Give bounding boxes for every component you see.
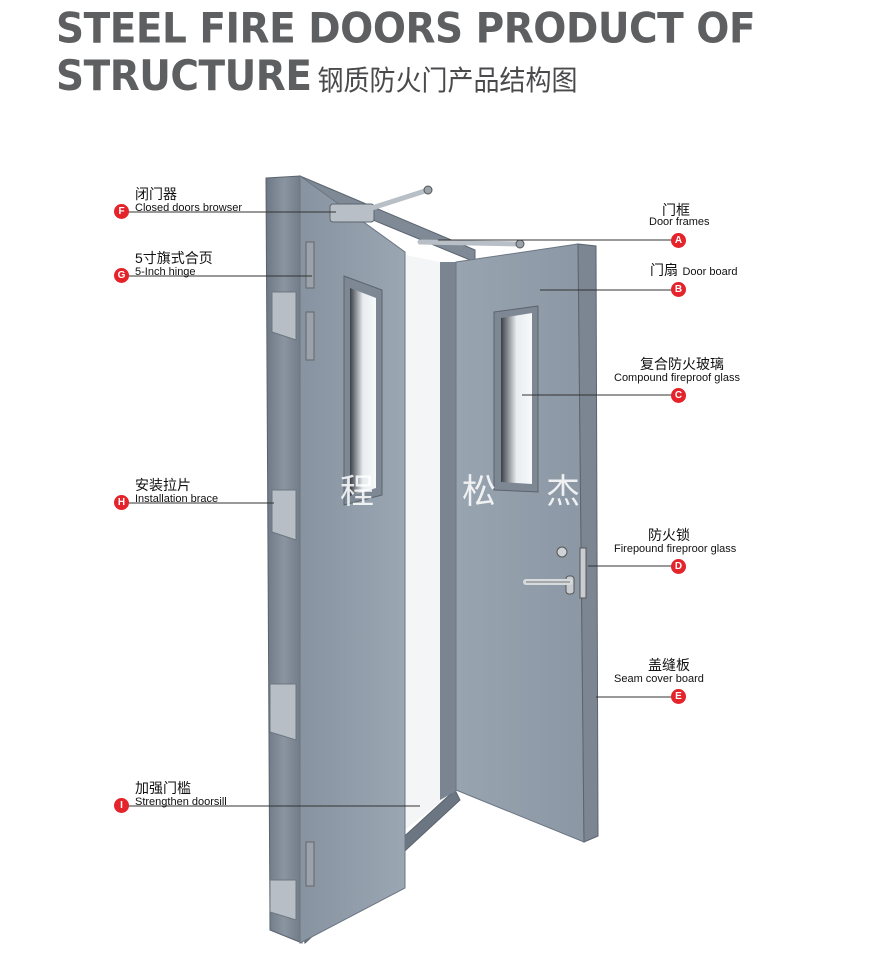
- label-F-cn: 闭门器: [135, 186, 177, 202]
- label-G: 5寸旗式合页 5-Inch hinge: [135, 250, 213, 279]
- label-C-cn: 复合防火玻璃: [640, 356, 724, 372]
- watermark-char-2: 松: [462, 472, 496, 512]
- badge-A: A: [671, 233, 686, 248]
- badge-F: F: [114, 204, 129, 219]
- label-A-en-wrap: Door frames: [649, 216, 710, 229]
- hinge-3: [305, 841, 315, 887]
- badge-D: D: [671, 559, 686, 574]
- label-B-en: Door board: [682, 266, 738, 278]
- badge-G: G: [114, 268, 129, 283]
- door-closer-arm: [369, 187, 431, 211]
- watermark-char-3: 杰: [546, 472, 580, 512]
- right-window-glass: [501, 313, 532, 484]
- label-I: 加强门槛 Strengthen doorsill: [135, 780, 227, 809]
- badge-E: E: [671, 689, 686, 704]
- title-line1: STEEL FIRE DOORS PRODUCT OF: [56, 4, 756, 54]
- label-A-en: Door frames: [649, 216, 710, 228]
- left-frame-jamb: [265, 175, 303, 944]
- right-door-edge: [440, 262, 458, 800]
- label-A-cn: 门框: [662, 202, 690, 218]
- label-E: 盖缝板: [648, 657, 690, 673]
- label-H-en: Installation brace: [135, 493, 219, 505]
- label-I-en: Strengthen doorsill: [135, 796, 227, 808]
- brace-3: [269, 683, 297, 741]
- label-A: 门框: [662, 202, 690, 218]
- brace-2: [271, 489, 297, 541]
- badge-I: I: [114, 798, 129, 813]
- brace-1: [271, 291, 297, 341]
- label-C-en: Compound fireproof glass: [614, 372, 740, 384]
- lock-cylinder: [556, 546, 568, 558]
- badge-C: C: [671, 388, 686, 403]
- watermark-char-1: 程: [340, 472, 374, 512]
- label-D-en-wrap: Firepound fireproor glass: [614, 543, 736, 556]
- label-C-en-wrap: Compound fireproof glass: [614, 372, 740, 385]
- brace-4: [269, 879, 297, 921]
- label-D-cn: 防火锁: [648, 527, 690, 543]
- label-I-cn: 加强门槛: [135, 780, 191, 796]
- label-H-cn: 安装拉片: [135, 477, 191, 493]
- badge-B: B: [671, 282, 686, 297]
- title-line2: STRUCTURE: [56, 52, 312, 102]
- label-B-cn: 门扇: [650, 262, 678, 278]
- label-H: 安装拉片 Installation brace: [135, 477, 218, 506]
- left-window-glass: [350, 288, 376, 496]
- label-E-cn: 盖缝板: [648, 657, 690, 673]
- label-G-cn: 5寸旗式合页: [135, 250, 213, 266]
- hinge-1: [305, 241, 315, 289]
- badge-H: H: [114, 495, 129, 510]
- label-F-en: Closed doors browser: [135, 202, 242, 214]
- seam-cover-strip: [577, 243, 599, 843]
- label-E-en: Seam cover board: [614, 673, 704, 685]
- label-C: 复合防火玻璃: [640, 356, 724, 372]
- door-closer-body: [329, 203, 375, 223]
- lock-strike: [579, 547, 587, 599]
- label-D-en: Firepound fireproor glass: [614, 543, 737, 555]
- hinge-2: [305, 311, 315, 361]
- label-E-en-wrap: Seam cover board: [614, 673, 704, 686]
- title-cn: 钢质防火门产品结构图: [317, 65, 578, 98]
- label-F: 闭门器 Closed doors browser: [135, 186, 242, 215]
- label-B: 门扇 Door board: [650, 262, 738, 280]
- label-D: 防火锁: [648, 527, 690, 543]
- label-G-en: 5-Inch hinge: [135, 266, 196, 278]
- closer-arm-2: [417, 239, 523, 247]
